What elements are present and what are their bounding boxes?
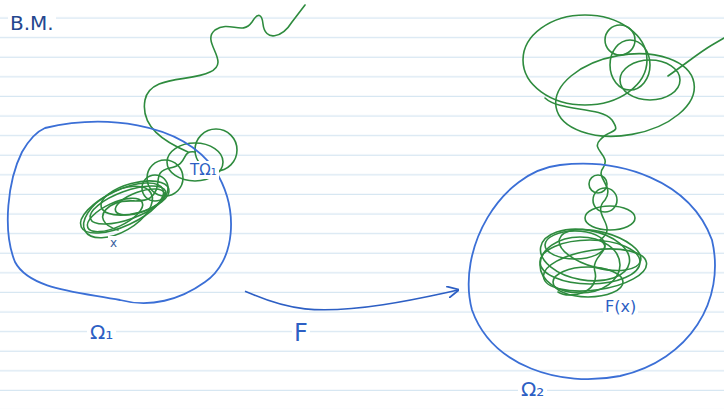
path-left <box>74 5 305 248</box>
label-anchor: F(x) <box>603 297 638 316</box>
region-boundary <box>469 164 715 379</box>
map-label: F <box>292 319 310 347</box>
region-label: Ω₁ <box>87 321 116 344</box>
path-segment <box>144 5 305 152</box>
region-boundary <box>8 122 231 303</box>
exit-time-label: TΩ₁ <box>188 161 219 179</box>
region-outline: Ω₂ <box>458 155 720 405</box>
path-loop <box>589 175 607 193</box>
path-loop <box>83 191 148 238</box>
image-point-label: F(x) <box>603 297 638 316</box>
label-anchor: x <box>108 232 119 251</box>
sketch-title: B.M. <box>8 11 56 35</box>
region-outline: Ω₁ <box>5 115 245 350</box>
edge-label-anchor: F <box>292 320 310 348</box>
path-loop <box>523 15 647 105</box>
region-label: Ω₂ <box>518 378 547 401</box>
path-segment <box>668 38 724 76</box>
path-loop <box>549 43 701 146</box>
path-loop <box>620 60 680 100</box>
path-segment <box>103 152 195 230</box>
path-loop <box>605 25 635 55</box>
label-anchor: TΩ₁ <box>188 160 219 179</box>
path-loop <box>545 231 605 259</box>
mapping-arrow <box>245 290 458 310</box>
path-loop <box>142 175 168 201</box>
region-shape <box>5 115 245 350</box>
path-segment <box>545 98 616 295</box>
region-shape <box>458 155 720 405</box>
path-loop <box>540 237 620 293</box>
path-loop <box>553 267 623 297</box>
path-loop <box>536 223 633 288</box>
path-right <box>523 15 724 297</box>
label-anchor: B.M. <box>8 12 56 35</box>
point-label: x <box>108 236 119 250</box>
path-loop <box>585 206 635 230</box>
